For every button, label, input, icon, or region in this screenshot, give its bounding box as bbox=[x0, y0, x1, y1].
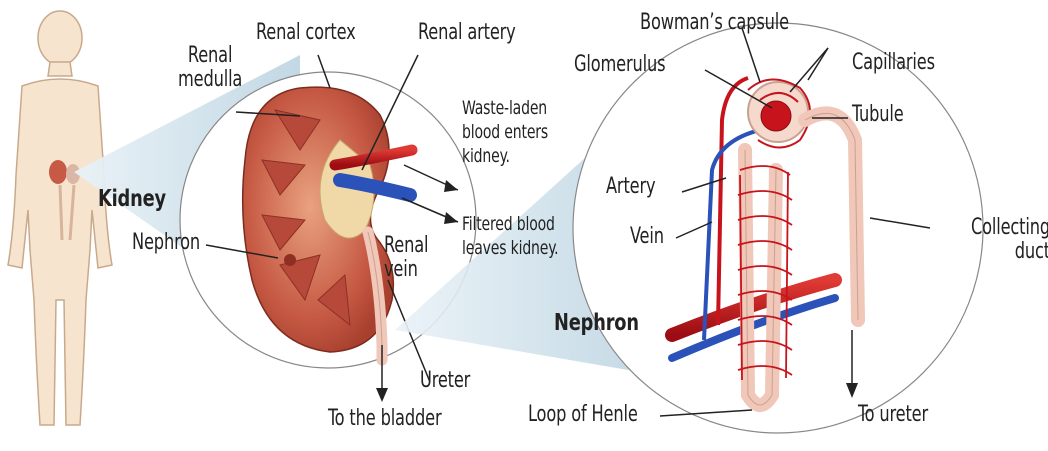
label-renal-cortex: Renal cortex bbox=[256, 22, 356, 44]
label-capillaries: Capillaries bbox=[852, 52, 935, 74]
label-vein: Vein bbox=[630, 226, 664, 248]
label-tubule: Tubule bbox=[852, 104, 904, 126]
label-filtered-blood-leaves: Filtered blood leaves kidney. bbox=[462, 212, 558, 260]
label-collecting-duct: Collecting duct bbox=[952, 216, 1048, 264]
label-waste-blood-enters: Waste-laden blood enters kidney. bbox=[462, 96, 548, 168]
glomerulus-shape bbox=[761, 101, 791, 131]
label-renal-vein: Renal vein bbox=[384, 234, 428, 282]
label-renal-medulla: Renal medulla bbox=[178, 44, 242, 92]
body-kidney-left bbox=[49, 160, 67, 184]
label-nephron-small: Nephron bbox=[132, 232, 200, 254]
label-to-the-bladder: To the bladder bbox=[328, 408, 441, 430]
label-kidney-title: Kidney bbox=[98, 188, 166, 211]
label-bowmans-capsule: Bowman’s capsule bbox=[640, 12, 789, 34]
label-loop-of-henle: Loop of Henle bbox=[528, 404, 638, 426]
label-renal-artery: Renal artery bbox=[418, 22, 516, 44]
to-bladder-arrow bbox=[376, 388, 388, 402]
label-artery: Artery bbox=[606, 176, 655, 198]
label-ureter: Ureter bbox=[420, 370, 470, 392]
human-body-figure bbox=[8, 11, 112, 425]
label-nephron-title: Nephron bbox=[554, 312, 639, 335]
label-glomerulus: Glomerulus bbox=[574, 54, 665, 76]
label-to-ureter: To ureter bbox=[858, 404, 928, 426]
